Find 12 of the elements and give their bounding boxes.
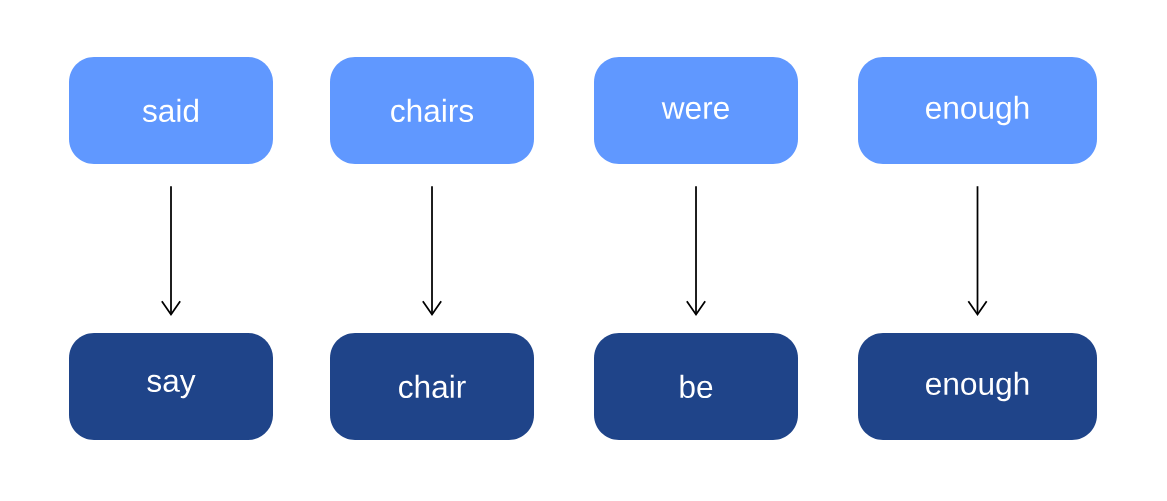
word-box: chairs	[330, 57, 534, 164]
arrow	[421, 185, 443, 317]
lemma-box: be	[594, 333, 798, 440]
arrow	[967, 185, 988, 317]
word-box: enough	[858, 57, 1097, 164]
lemma-box: chair	[330, 333, 534, 440]
lemma-box: say	[69, 333, 273, 440]
arrow	[685, 185, 707, 317]
arrow	[160, 185, 182, 317]
word-box: said	[69, 57, 273, 164]
lemma-box: enough	[858, 333, 1097, 440]
word-box: were	[594, 57, 798, 164]
